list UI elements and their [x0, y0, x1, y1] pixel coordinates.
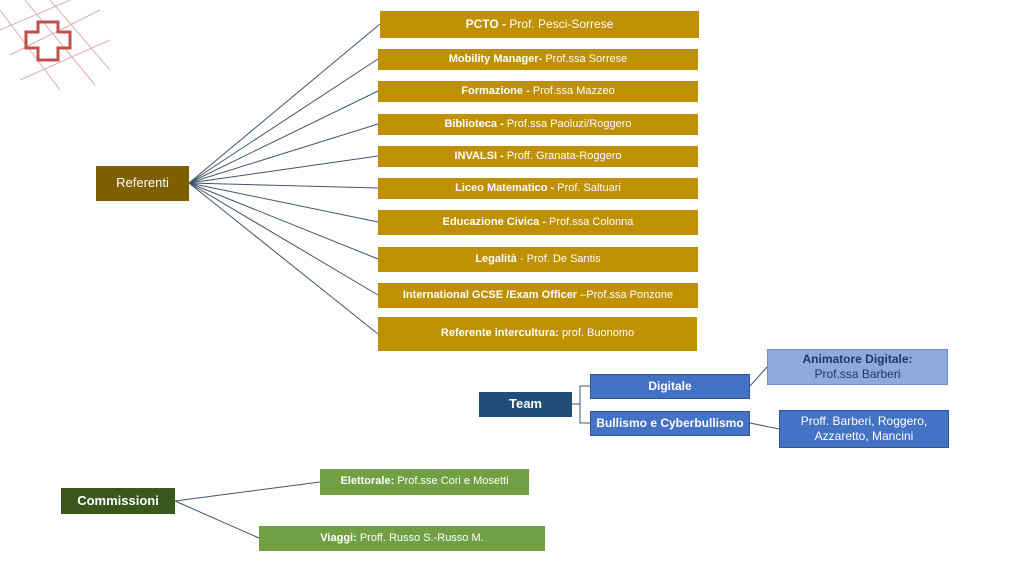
referente-invalsi: INVALSI - Proff. Granata-Roggero: [378, 146, 698, 167]
connector-line: [188, 182, 379, 189]
connector-line: [572, 403, 590, 424]
animatore-digitale-node: Animatore Digitale: Prof.ssa Barberi: [767, 349, 948, 385]
referente-biblioteca: Biblioteca - Prof.ssa Paoluzi/Roggero: [378, 114, 698, 135]
referente-name: Prof. Pesci-Sorrese: [509, 17, 614, 31]
commissione-elettorale: Elettorale: Prof.sse Cori e Mosetti: [320, 469, 529, 495]
connector-line: [174, 481, 321, 502]
commissione-members: Prof.sse Cori e Mosetti: [397, 475, 509, 488]
commissione-role: Viaggi:: [320, 531, 360, 544]
bullismo-members-line2: Azzaretto, Mancini: [814, 429, 914, 443]
bullismo-members-node: Proff. Barberi, Roggero, Azzaretto, Manc…: [779, 410, 949, 448]
connector-line: [188, 182, 379, 335]
connector-line: [749, 366, 768, 387]
referente-role: International GCSE /Exam Officer: [402, 288, 581, 301]
team-label: Team: [509, 396, 542, 412]
referenti-label: Referenti: [116, 175, 169, 191]
team-node: Team: [479, 392, 572, 417]
referente-intercultura: Referente intercultura: prof. Buonomo: [378, 317, 697, 351]
team-digitale-node: Digitale: [590, 374, 750, 399]
connector-line: [188, 182, 379, 260]
connector-line: [174, 500, 260, 539]
referente-educazione-civica: Educazione Civica - Prof.ssa Colonna: [378, 210, 698, 235]
referente-role: Mobility Manager-: [448, 52, 546, 65]
team-bullismo-label: Bullismo e Cyberbullismo: [596, 416, 744, 430]
animatore-title: Animatore Digitale:: [802, 352, 913, 366]
commissioni-node: Commissioni: [61, 488, 175, 514]
referente-mobility-manager: Mobility Manager- Prof.ssa Sorrese: [378, 49, 698, 70]
connector-line: [188, 23, 381, 184]
referente-name: prof. Buonomo: [561, 327, 635, 340]
commissioni-label: Commissioni: [77, 492, 159, 508]
connector-line: [188, 58, 379, 184]
referente-international-gcse: International GCSE /Exam Officer –Prof.s…: [378, 283, 698, 308]
team-digitale-label: Digitale: [648, 379, 692, 393]
referente-name: Prof.ssa Colonna: [548, 215, 634, 228]
referenti-node: Referenti: [96, 166, 189, 201]
referente-name: - Prof. De Santis: [519, 252, 601, 265]
referente-role: Educazione Civica -: [442, 215, 549, 228]
referente-role: Formazione -: [461, 84, 533, 97]
connector-line: [188, 155, 379, 184]
bullismo-members-line1: Proff. Barberi, Roggero,: [800, 414, 928, 428]
referente-role: INVALSI -: [454, 149, 507, 162]
referente-pcto: PCTO - Prof. Pesci-Sorrese: [380, 11, 699, 38]
referente-name: Prof.ssa Mazzeo: [532, 84, 615, 97]
referente-name: Proff. Granata-Roggero: [506, 149, 622, 162]
commissione-viaggi: Viaggi: Proff. Russo S.-Russo M.: [259, 526, 545, 551]
referente-role: PCTO -: [465, 17, 510, 31]
referente-role: Legalità: [475, 252, 520, 265]
referente-name: Prof. Saltuari: [557, 181, 621, 194]
commissione-role: Elettorale:: [340, 475, 398, 488]
team-bullismo-node: Bullismo e Cyberbullismo: [590, 411, 750, 436]
referente-name: Prof.ssa Paoluzi/Roggero: [506, 117, 632, 130]
school-logo: [0, 0, 110, 91]
connector-line: [188, 182, 379, 296]
connector-line: [188, 90, 379, 184]
connector-line: [188, 182, 379, 223]
referente-formazione: Formazione - Prof.ssa Mazzeo: [378, 81, 698, 102]
referente-legalita: Legalità - Prof. De Santis: [378, 247, 698, 272]
referente-name: –Prof.ssa Ponzone: [580, 288, 674, 301]
commissione-members: Proff. Russo S.-Russo M.: [359, 531, 484, 544]
animatore-name: Prof.ssa Barberi: [814, 367, 901, 381]
referente-role: Liceo Matematico -: [455, 181, 558, 194]
connector-line: [749, 422, 780, 430]
connector-line: [188, 123, 379, 184]
referente-liceo-matematico: Liceo Matematico - Prof. Saltuari: [378, 178, 698, 199]
referente-role: Biblioteca -: [444, 117, 507, 130]
referente-role: Referente intercultura:: [440, 327, 562, 340]
referente-name: Prof.ssa Sorrese: [545, 52, 628, 65]
connector-line: [572, 385, 590, 405]
